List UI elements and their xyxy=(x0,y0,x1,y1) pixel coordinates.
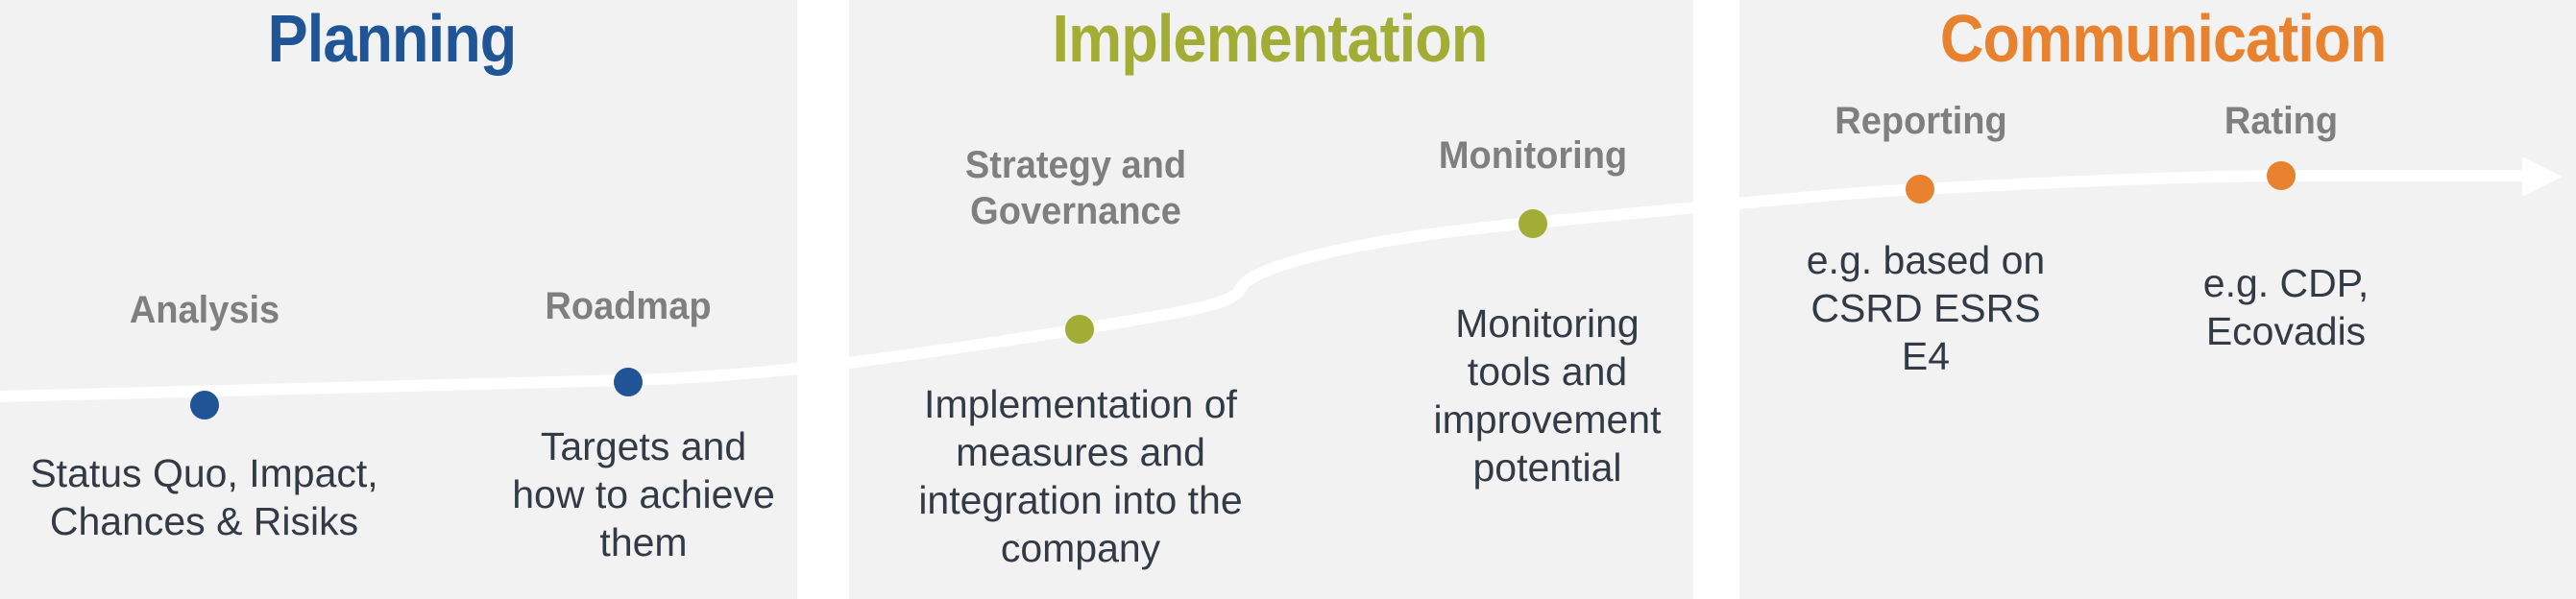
milestone-dot-reporting xyxy=(1906,175,1934,204)
implementation-panel xyxy=(849,0,1693,599)
description-line: Ecovadis xyxy=(2205,309,2367,353)
description-line: Implementation of xyxy=(924,382,1237,426)
step-description-monitoring: Monitoring tools and improvement potenti… xyxy=(1408,300,1687,491)
description-line: company xyxy=(1000,526,1161,570)
description-line: tools and xyxy=(1467,349,1628,394)
phase-title-planning: Planning xyxy=(267,1,518,76)
step-description-analysis: Status Quo, Impact, Chances & Risiks xyxy=(0,449,408,545)
description-line: Chances & Risiks xyxy=(49,499,359,543)
step-label-reporting: Reporting xyxy=(1835,100,2007,142)
step-label-roadmap: Roadmap xyxy=(545,285,712,327)
description-line: E4 xyxy=(1901,334,1951,378)
communication-panel xyxy=(1739,0,2576,599)
description-line: Monitoring xyxy=(1455,301,1640,346)
milestone-dot-rating xyxy=(2267,161,2296,190)
planning-panel xyxy=(0,0,797,599)
milestone-dot-roadmap xyxy=(614,368,643,396)
milestone-dot-strategy xyxy=(1065,315,1094,344)
description-line: them xyxy=(599,520,688,564)
description-line: Targets and xyxy=(540,424,747,468)
step-description-reporting: e.g. based on CSRD ESRS E4 xyxy=(1786,236,2065,380)
description-line: integration into the xyxy=(918,478,1243,522)
description-line: measures and xyxy=(956,430,1205,474)
step-label-strategy-governance: Strategy and Governance xyxy=(939,142,1213,234)
description-line: improvement xyxy=(1433,397,1662,442)
description-line: Status Quo, Impact, xyxy=(30,451,378,495)
description-line: e.g. based on xyxy=(1806,238,2046,282)
step-description-rating: e.g. CDP, Ecovadis xyxy=(2166,259,2406,355)
step-label-rating: Rating xyxy=(2224,100,2339,142)
description-line: potential xyxy=(1472,445,1622,490)
step-description-strategy: Implementation of measures and integrati… xyxy=(884,380,1277,572)
arrowhead-icon xyxy=(2522,156,2563,197)
step-description-roadmap: Targets and how to achieve them xyxy=(480,422,807,566)
step-label-line: Governance xyxy=(970,190,1181,232)
step-label-line: Strategy and xyxy=(964,144,1187,186)
description-line: CSRD ESRS xyxy=(1810,286,2041,330)
step-label-monitoring: Monitoring xyxy=(1438,134,1628,177)
milestone-dot-analysis xyxy=(190,391,219,419)
description-line: e.g. CDP, xyxy=(2202,261,2369,305)
milestone-dot-monitoring xyxy=(1519,209,1547,238)
step-label-analysis: Analysis xyxy=(129,289,280,331)
description-line: how to achieve xyxy=(512,472,775,516)
phase-title-implementation: Implementation xyxy=(1052,1,1489,76)
phase-title-communication: Communication xyxy=(1939,1,2387,76)
